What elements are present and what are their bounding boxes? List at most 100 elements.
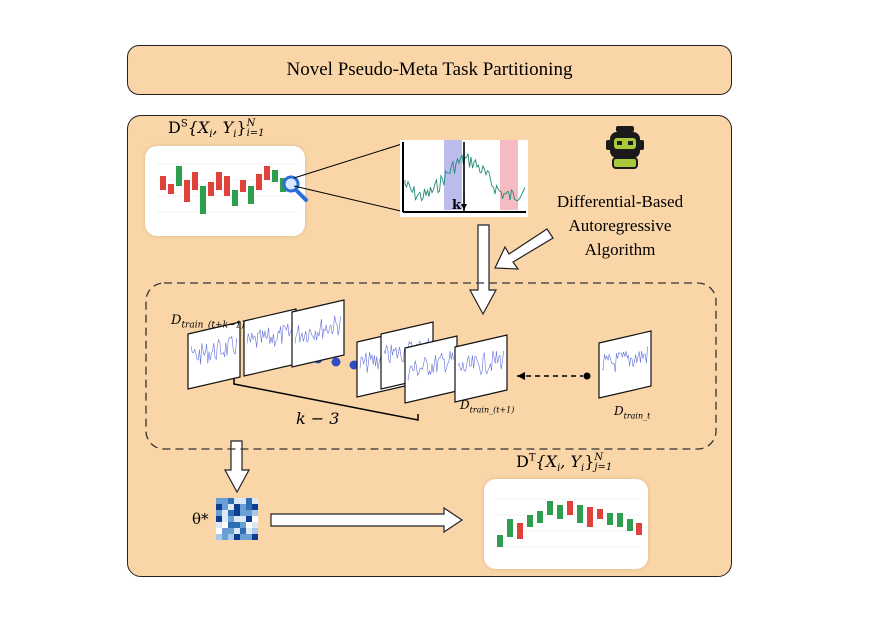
parameter-heatmap	[216, 498, 258, 540]
target-candle	[597, 509, 603, 519]
gap-brace	[233, 378, 419, 421]
source-chart-card	[145, 146, 305, 236]
zoom-time-series: k	[402, 140, 526, 213]
gap-label: k − 3	[296, 409, 340, 428]
ellipsis-dot-3	[349, 360, 359, 370]
source-candle	[232, 190, 238, 206]
title-banner: Novel Pseudo-Meta Task Partitioning	[127, 45, 732, 95]
heatmap-cell	[252, 516, 258, 522]
task-cards	[187, 299, 652, 404]
heatmap-cell	[252, 528, 258, 534]
zoom-k-label: k	[452, 198, 462, 213]
target-candle	[517, 523, 523, 539]
down-arrow-theta	[223, 440, 251, 494]
source-candle	[224, 176, 230, 196]
task-card	[454, 334, 508, 403]
heatmap-cell	[222, 510, 228, 516]
heatmap-cell	[234, 528, 240, 534]
source-candle	[216, 172, 222, 190]
heatmap-cell	[234, 504, 240, 510]
diag-arrow-algorithm	[494, 228, 554, 270]
heatmap-cell	[216, 528, 222, 534]
robot-icon	[606, 126, 644, 169]
heatmap-cell	[228, 504, 234, 510]
heatmap-cell	[246, 510, 252, 516]
task-connector-arrowhead	[517, 372, 525, 380]
target-chart-card	[484, 479, 648, 569]
target-candles	[497, 501, 642, 547]
heatmap-cell	[252, 522, 258, 528]
heatmap-cell	[240, 516, 246, 522]
task-last-label: Dtrain_t	[614, 404, 650, 420]
heatmap-cell	[222, 534, 228, 540]
task-last-sub: train_t	[623, 411, 651, 421]
source-mid: , Y	[212, 118, 234, 137]
target-body: {X	[535, 452, 558, 471]
heatmap-cell	[246, 498, 252, 504]
task-first-d: D	[171, 313, 182, 328]
task-card	[404, 335, 458, 404]
magnifier-icon	[282, 175, 308, 202]
zoom-card: k	[400, 140, 528, 217]
heatmap-cell	[252, 504, 258, 510]
heatmap-cell	[228, 522, 234, 528]
task-next-label: Dtrain_(t+1)	[460, 398, 514, 414]
heatmap-cell	[222, 522, 228, 528]
heatmap-cell	[222, 516, 228, 522]
heatmap-cell	[222, 498, 228, 504]
heatmap-cell	[216, 510, 222, 516]
target-sup: T	[528, 452, 536, 464]
source-sub-i: i	[209, 129, 213, 141]
task-next-d: D	[460, 398, 470, 412]
heatmap-cell	[216, 516, 222, 522]
heatmap-cell	[234, 510, 240, 516]
target-candle	[507, 519, 513, 537]
ellipsis-dot-2	[331, 357, 341, 367]
source-candle	[248, 186, 254, 204]
target-candle	[537, 511, 543, 523]
source-candle	[240, 180, 246, 192]
task-last-d: D	[614, 404, 624, 418]
heatmap-cell	[246, 534, 252, 540]
target-limit-upper: N	[594, 451, 604, 463]
heatmap-cell	[240, 498, 246, 504]
target-candle	[607, 513, 613, 525]
heatmap-cell	[252, 498, 258, 504]
task-card	[291, 299, 345, 368]
heatmap-cell	[240, 534, 246, 540]
heatmap-cell	[246, 528, 252, 534]
source-candle	[192, 172, 198, 190]
heatmap-cell	[240, 522, 246, 528]
down-arrow-zoom	[468, 224, 498, 316]
heatmap-cell	[216, 522, 222, 528]
target-candle	[557, 505, 563, 519]
task-card	[187, 321, 241, 390]
source-close: }	[236, 118, 247, 137]
source-candle	[200, 186, 206, 214]
heatmap-cell	[234, 522, 240, 528]
heatmap-cell	[246, 516, 252, 522]
source-candle	[264, 166, 270, 180]
source-candle	[160, 176, 166, 190]
heatmap-cell	[228, 516, 234, 522]
target-candle	[547, 501, 553, 515]
target-d: D	[516, 452, 529, 471]
source-d: D	[168, 118, 181, 137]
algorithm-line2: Autoregressive	[568, 216, 672, 235]
heatmap-cell	[228, 534, 234, 540]
heatmap-cell	[234, 498, 240, 504]
task-dashed-border	[145, 282, 717, 450]
target-candle	[617, 513, 623, 527]
heatmap-cell	[216, 504, 222, 510]
source-body: {X	[187, 118, 210, 137]
heatmap-cell	[222, 528, 228, 534]
source-sup: S	[180, 118, 188, 130]
target-sub-i2: i	[581, 463, 585, 475]
zoom-lines	[293, 142, 406, 213]
source-sub-i2: i	[233, 129, 237, 141]
algorithm-label: Differential-Based Autoregressive Algori…	[545, 190, 695, 262]
target-mid: , Y	[560, 452, 582, 471]
target-sub-i: i	[557, 463, 561, 475]
